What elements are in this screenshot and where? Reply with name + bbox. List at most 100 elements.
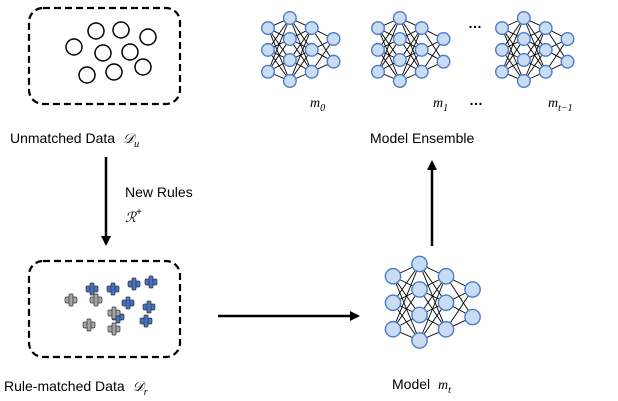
network-node <box>384 267 402 285</box>
network-node <box>516 73 531 88</box>
network-node <box>464 308 481 326</box>
network-edge <box>419 276 447 341</box>
data-point <box>139 28 157 46</box>
network-node <box>392 53 407 68</box>
network-node <box>384 320 402 338</box>
network-node <box>560 54 575 69</box>
network-node <box>261 21 276 36</box>
network-node <box>495 64 510 79</box>
network-node <box>538 21 553 36</box>
network-node <box>495 42 510 57</box>
network-edge <box>501 17 525 72</box>
data-point <box>134 58 152 76</box>
unmatched-data-panel <box>27 6 182 106</box>
rule-matched-item <box>64 293 78 307</box>
network-edge <box>392 276 420 341</box>
network-node <box>538 42 553 57</box>
network-node <box>261 64 276 79</box>
neural-network-mt-1 <box>495 10 575 88</box>
network-node <box>261 42 276 57</box>
current-model-label: Model mt <box>392 376 451 396</box>
data-point <box>105 63 123 81</box>
rule-matched-data-panel <box>27 259 182 359</box>
network-node <box>411 332 428 349</box>
network-node <box>392 73 407 88</box>
model-mt-1-label: mt−1 <box>548 96 573 114</box>
rule-matched-item <box>144 275 158 289</box>
data-point <box>87 22 105 40</box>
data-point <box>121 43 139 61</box>
network-node <box>392 10 407 26</box>
ensemble-ellipsis-lower: … <box>469 92 483 108</box>
network-node <box>304 42 319 57</box>
network-edge <box>267 17 291 72</box>
network-edge <box>377 17 401 72</box>
new-rules-label: New Rules <box>125 184 193 200</box>
network-node <box>371 21 386 36</box>
rule-matched-item <box>139 314 153 328</box>
data-point <box>94 44 112 62</box>
network-node <box>411 281 428 298</box>
rule-matched-item <box>106 282 120 296</box>
unmatched-data-label: Unmatched Data 𝒟u <box>10 130 139 150</box>
data-point <box>78 66 96 84</box>
rule-matched-item <box>121 296 135 310</box>
network-node <box>437 267 455 285</box>
rule-matched-data-box <box>27 259 182 359</box>
network-node <box>411 306 428 324</box>
network-node <box>560 32 575 47</box>
network-edge <box>523 27 547 82</box>
network-node <box>538 64 553 79</box>
rule-marks <box>64 275 158 336</box>
network-node <box>464 281 481 298</box>
rule-matched-item <box>85 282 99 296</box>
network-node <box>436 54 451 69</box>
network-node <box>414 42 429 57</box>
rule-matched-data-label: Rule-matched Data 𝒟r <box>4 378 148 398</box>
rule-matched-item <box>82 318 96 332</box>
network-node <box>495 21 510 36</box>
network-node <box>282 53 297 68</box>
network-edge <box>419 263 447 330</box>
neural-network-current <box>384 255 481 349</box>
network-edge <box>399 27 423 82</box>
new-rules-symbol: ℛ+ <box>125 207 142 226</box>
neural-network-m1 <box>371 10 451 88</box>
network-node <box>326 54 341 69</box>
rule-matched-item <box>142 300 156 314</box>
rule-matched-item <box>89 293 103 307</box>
network-node <box>516 32 531 47</box>
network-node <box>516 10 531 26</box>
network-node <box>282 73 297 88</box>
network-node <box>516 53 531 68</box>
network-node <box>384 294 402 312</box>
network-node <box>392 32 407 47</box>
data-point <box>65 38 83 56</box>
network-node <box>304 21 319 36</box>
rule-matched-item <box>107 322 121 336</box>
model-m1-label: m1 <box>433 96 448 114</box>
network-node <box>371 42 386 57</box>
network-node <box>414 21 429 36</box>
network-node <box>437 294 455 312</box>
network-edge <box>289 27 313 82</box>
network-node <box>411 255 428 273</box>
network-node <box>282 10 297 26</box>
rule-matched-item <box>107 306 121 320</box>
network-node <box>326 32 341 47</box>
network-node <box>414 64 429 79</box>
network-edge <box>392 263 420 330</box>
rule-matched-item <box>127 277 141 291</box>
network-node <box>437 320 455 338</box>
network-node <box>436 32 451 47</box>
network-node <box>371 64 386 79</box>
network-node <box>282 32 297 47</box>
model-m0-label: m0 <box>310 96 325 114</box>
ensemble-ellipsis: … <box>468 15 482 31</box>
network-node <box>304 64 319 79</box>
neural-network-m0 <box>261 10 341 88</box>
unmatched-data-points <box>65 21 157 84</box>
model-ensemble-label: Model Ensemble <box>370 130 474 146</box>
data-point <box>112 21 130 39</box>
